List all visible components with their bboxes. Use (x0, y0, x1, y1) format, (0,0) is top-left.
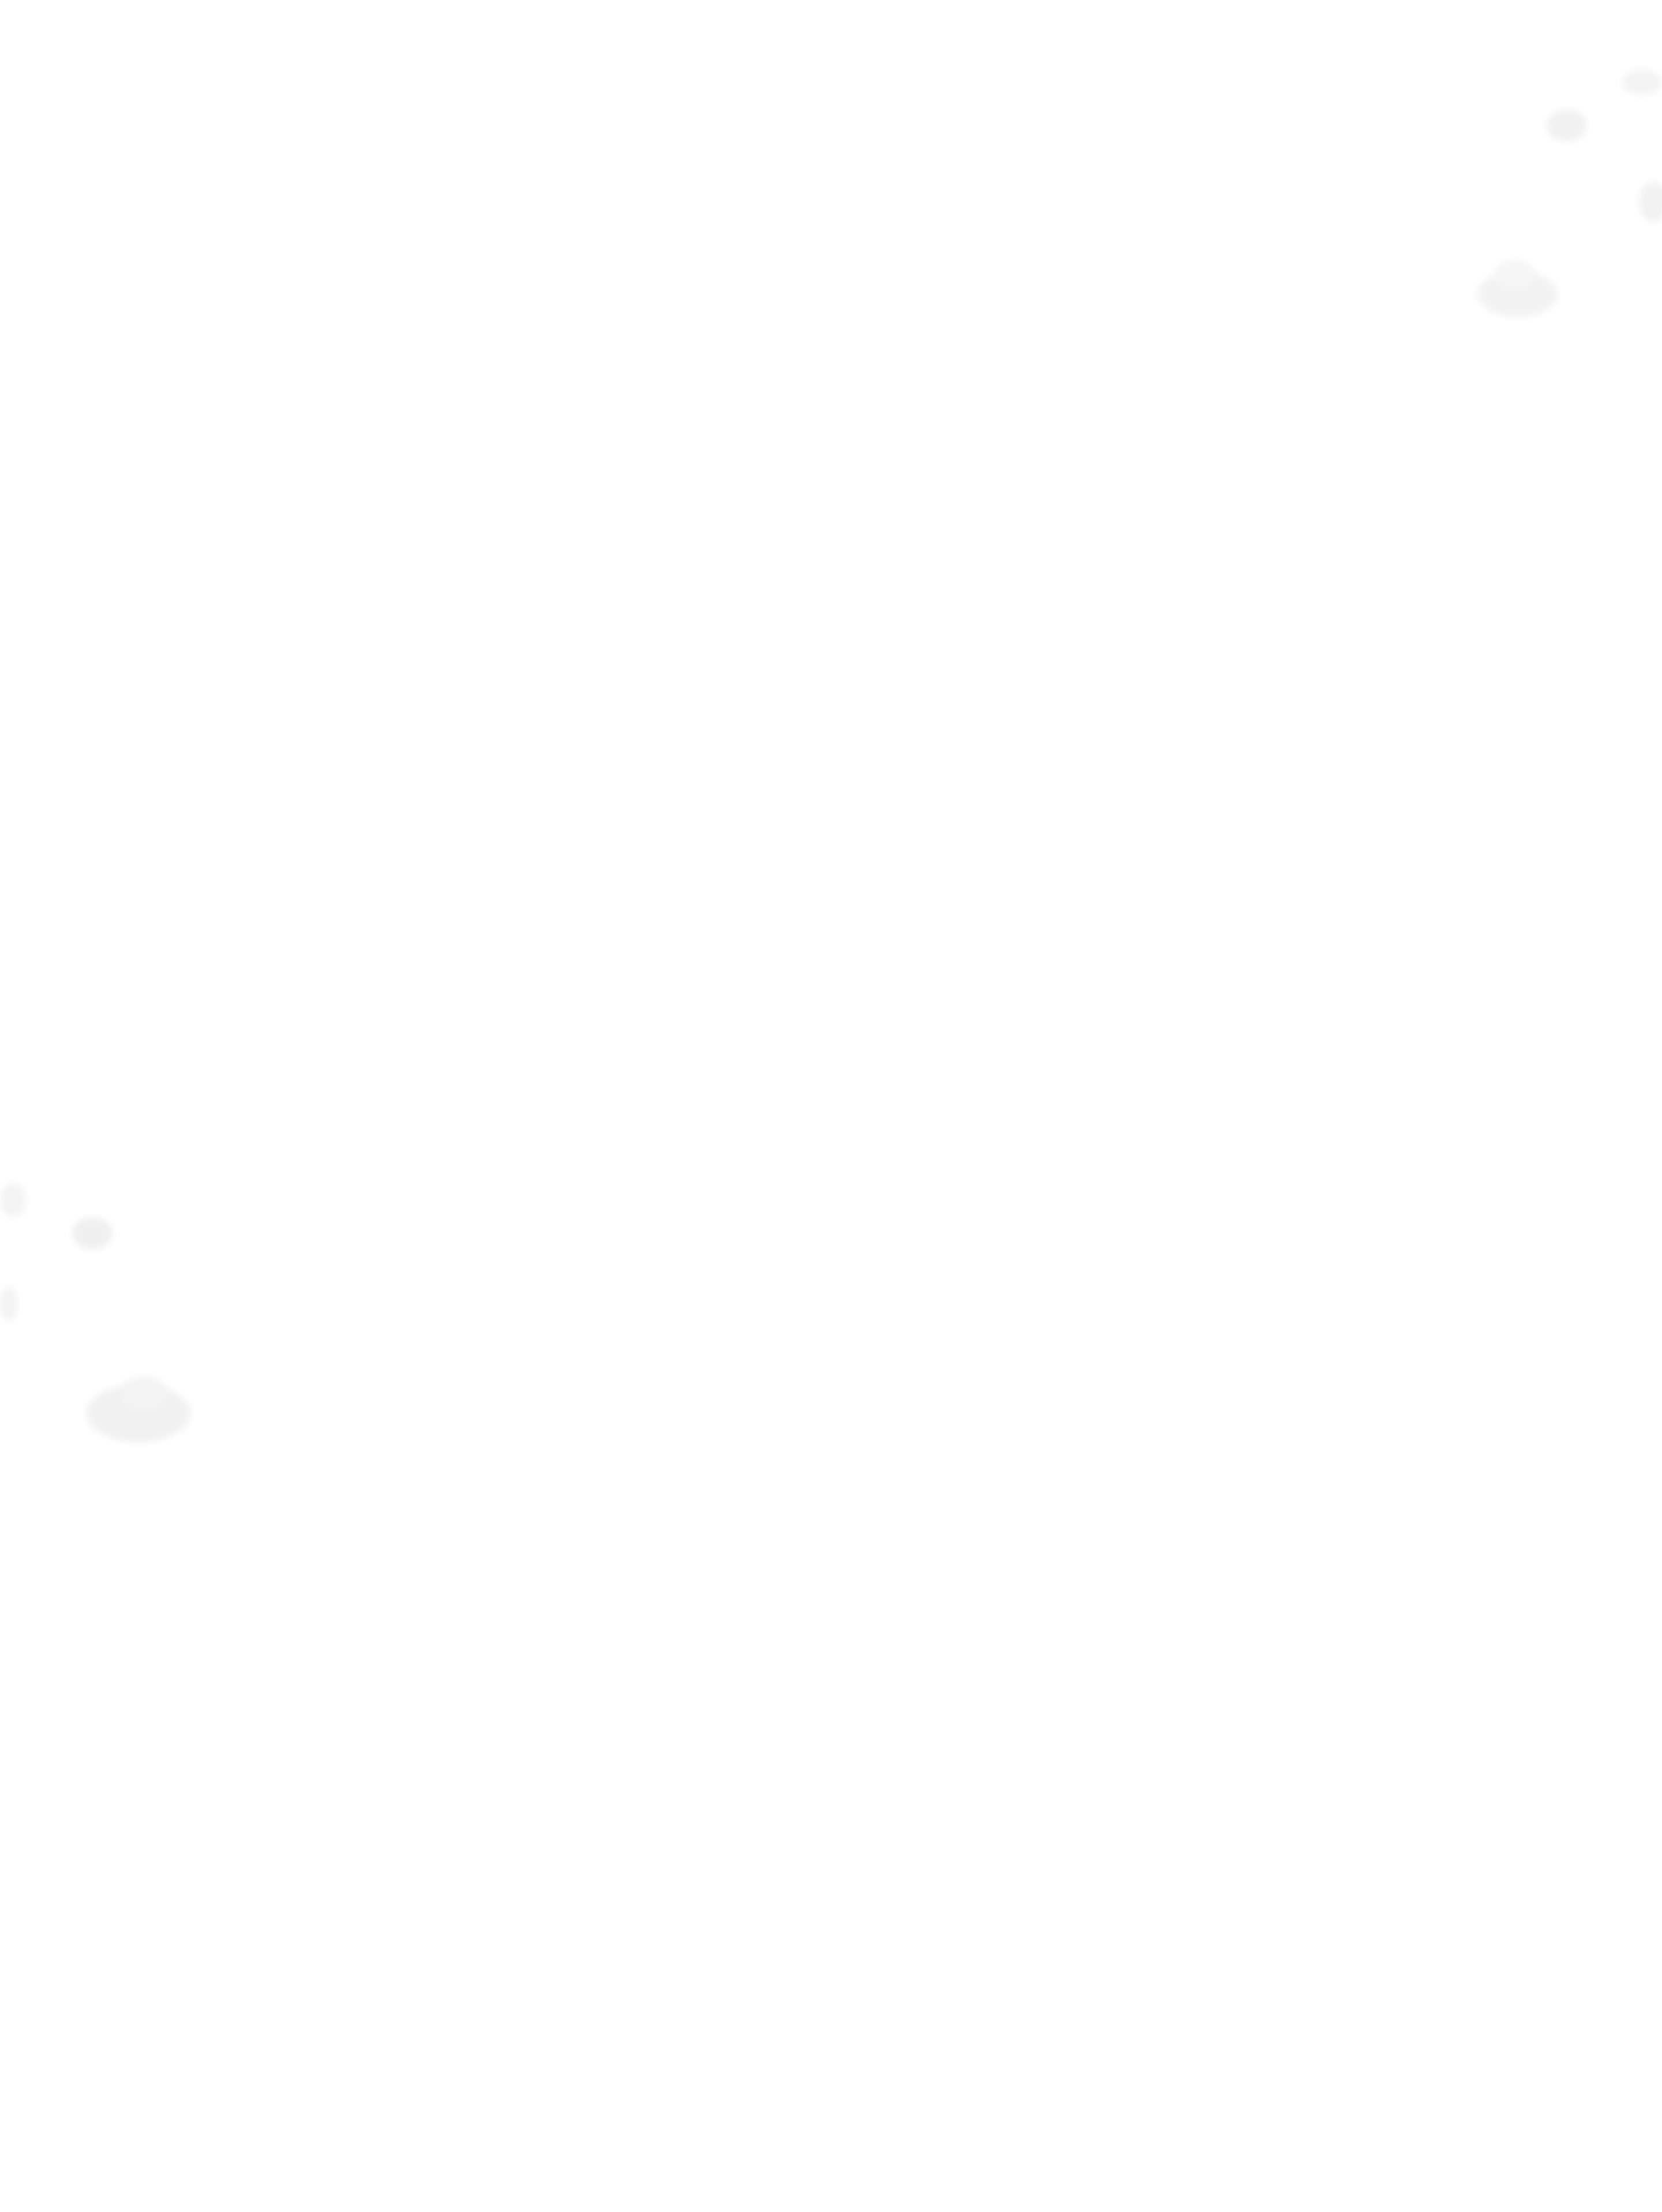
cloud-icon (121, 1376, 167, 1411)
cloud-icon (72, 1217, 113, 1249)
cloud-icon (0, 1183, 26, 1217)
cloud-icon (0, 1287, 17, 1321)
cloud-cluster-mid-left (0, 1160, 208, 1448)
cloud-icon (1639, 182, 1662, 222)
cloud-icon (1622, 69, 1662, 95)
cloud-cluster-top-right (1454, 52, 1662, 340)
cloud-icon (1495, 260, 1535, 288)
cloud-icon (1477, 271, 1558, 317)
cloud-icon (1547, 110, 1587, 141)
cloud-icon (87, 1385, 190, 1442)
